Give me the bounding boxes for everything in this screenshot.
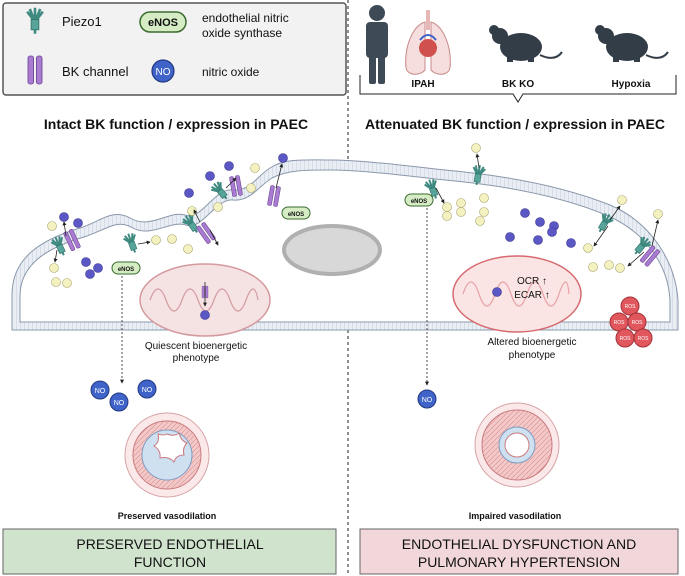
person-icon: [366, 5, 388, 84]
ros-molecules: ROS ROS ROS ROS ROS: [609, 296, 653, 348]
svg-text:NO: NO: [95, 388, 106, 395]
svg-text:ROS: ROS: [638, 336, 650, 342]
right-vaso-label: Impaired vasodilation: [469, 511, 562, 521]
left-ion-arrows: [53, 163, 284, 307]
legend-piezo1-label: Piezo1: [62, 14, 102, 29]
svg-text:ROS: ROS: [632, 320, 644, 326]
svg-text:eNOS: eNOS: [148, 17, 178, 29]
ocr-label: OCR ↑: [517, 276, 547, 287]
right-mitochondrion: [452, 255, 582, 333]
right-side-enos-badge-left-cell: eNOS: [281, 206, 311, 220]
lungs-icon: [405, 10, 451, 75]
nucleus: [282, 224, 382, 276]
enos-badge: eNOS: [139, 11, 187, 33]
left-no-molecules: NO NO NO: [90, 379, 157, 412]
group-bracket: [359, 75, 677, 103]
right-title: Attenuated BK function / expression in P…: [365, 116, 665, 132]
svg-text:PRESERVED ENDOTHELIAL: PRESERVED ENDOTHELIAL: [76, 536, 263, 552]
right-ion-arrows: [435, 153, 660, 267]
right-no-molecule: NO: [417, 389, 437, 409]
right-mito-label2: phenotype: [509, 350, 556, 361]
svg-text:ENDOTHELIAL DYSFUNCTION AND: ENDOTHELIAL DYSFUNCTION AND: [402, 536, 636, 552]
left-enos-badge: eNOS: [111, 261, 141, 275]
left-mito-label2: phenotype: [173, 353, 220, 364]
ipah-label: IPAH: [411, 79, 434, 90]
left-title: Intact BK function / expression in PAEC: [44, 116, 308, 132]
left-vaso-label: Preserved vasodilation: [118, 511, 217, 521]
svg-text:eNOS: eNOS: [411, 199, 427, 205]
right-mito-label1: Altered bioenergetic: [488, 337, 577, 348]
svg-text:NO: NO: [422, 397, 433, 404]
svg-text:eNOS: eNOS: [118, 267, 134, 273]
mouse-icon-bk-ko: [489, 25, 563, 62]
right-enos-badge: eNOS: [404, 193, 434, 207]
svg-text:NO: NO: [142, 387, 153, 394]
svg-text:FUNCTION: FUNCTION: [134, 554, 206, 570]
right-vessel-cross-section: [474, 402, 560, 488]
legend-enos-line2: oxide synthase: [202, 26, 282, 40]
svg-text:NO: NO: [114, 400, 125, 407]
svg-text:ROS: ROS: [625, 304, 637, 310]
bk-ko-label: BK KO: [502, 79, 534, 90]
k-ion: [200, 310, 210, 320]
ecar-label: ECAR ↑: [514, 290, 550, 301]
svg-text:eNOS: eNOS: [288, 212, 304, 218]
left-vessel-cross-section: [124, 412, 210, 498]
k-ion: [492, 287, 502, 297]
svg-text:ROS: ROS: [614, 320, 626, 326]
legend-box: Piezo1 BK channel eNOS endothelial nitri…: [2, 2, 347, 96]
legend-bk-label: BK channel: [62, 64, 129, 79]
svg-text:NO: NO: [156, 67, 171, 78]
legend-no-label: nitric oxide: [202, 65, 260, 79]
legend-enos-line1: endothelial nitric: [202, 11, 289, 25]
hypoxia-label: Hypoxia: [612, 79, 651, 90]
right-outcome-banner: ENDOTHELIAL DYSFUNCTION AND PULMONARY HY…: [359, 528, 679, 575]
svg-text:ROS: ROS: [620, 336, 632, 342]
left-mito-label1: Quiescent bioenergetic: [145, 341, 247, 352]
left-outcome-banner: PRESERVED ENDOTHELIAL FUNCTION: [2, 528, 337, 575]
no-badge: NO: [151, 59, 175, 83]
svg-text:PULMONARY HYPERTENSION: PULMONARY HYPERTENSION: [418, 554, 620, 570]
mouse-icon-hypoxia: [595, 25, 669, 62]
